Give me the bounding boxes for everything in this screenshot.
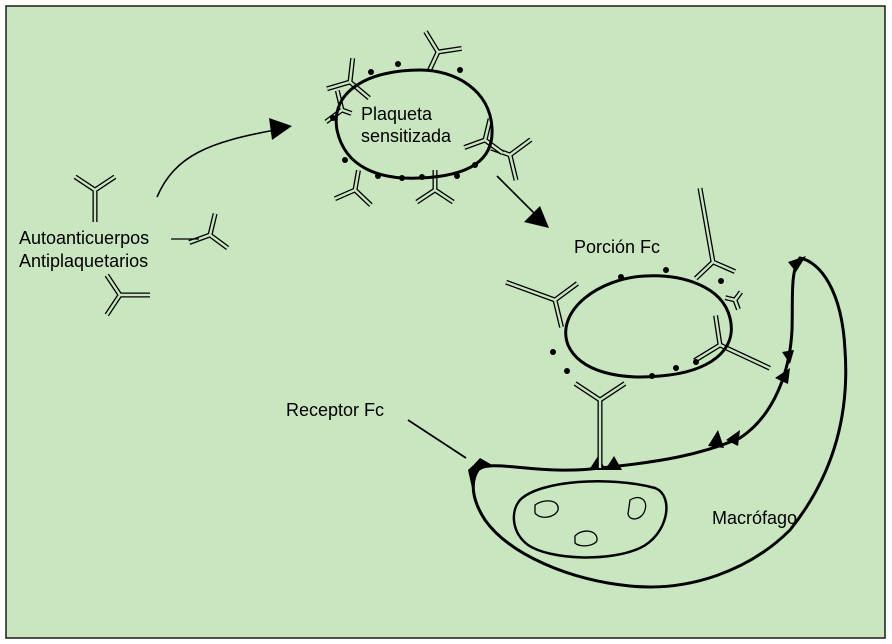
antigen-dot [375, 173, 381, 179]
antigen-dot [454, 173, 460, 179]
label-receptor-fc: Receptor Fc [286, 400, 384, 420]
antigen-dot [368, 69, 374, 75]
antigen-dot [399, 175, 405, 181]
label-macrofago: Macrófago [712, 508, 797, 528]
antigen-dot [395, 61, 401, 67]
antigen-dot [564, 368, 570, 374]
antigen-dot [693, 359, 699, 365]
antigen-dot [618, 274, 624, 280]
antigen-dot [550, 349, 556, 355]
antigen-dot [342, 157, 348, 163]
diagram-panel [6, 6, 885, 638]
label-plaqueta: Plaqueta [361, 104, 433, 124]
label-porcion-fc: Porción Fc [574, 237, 660, 257]
antigen-dot [472, 162, 478, 168]
antigen-dot [457, 67, 463, 73]
label-autoanticuerpos: Autoanticuerpos [19, 228, 149, 248]
antigen-dot [330, 115, 336, 121]
antigen-dot [673, 365, 679, 371]
antigen-dot [663, 267, 669, 273]
antigen-dot [718, 278, 724, 284]
label-sensitizada: sensitizada [361, 126, 452, 146]
label-antiplaquetarios: Antiplaquetarios [19, 251, 148, 271]
antigen-dot [649, 373, 655, 379]
antigen-dot [419, 174, 425, 180]
